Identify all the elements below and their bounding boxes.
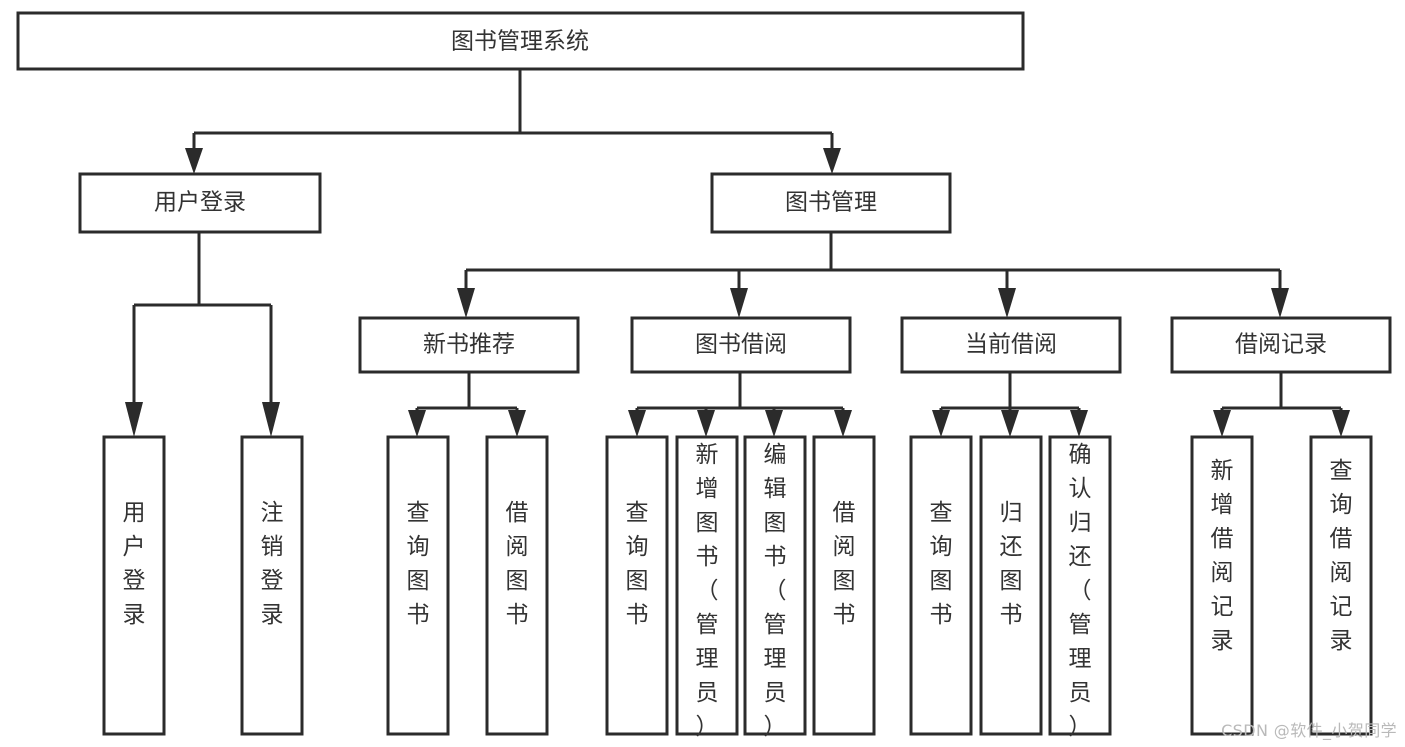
node-root-box[interactable] — [16, 11, 1025, 71]
node-leaf-add-record-box[interactable] — [1190, 435, 1254, 736]
node-user-login-box[interactable] — [78, 172, 322, 234]
node-new-book-recommend[interactable]: 新书推荐 — [358, 316, 580, 374]
node-leaf-logout-login-box[interactable] — [240, 435, 304, 736]
node-leaf-edit-book-label: 编辑图书（管理员） — [764, 442, 787, 740]
arrow-leaf-query-book-3 — [932, 410, 950, 437]
node-user-login-label: 用户登录 — [154, 190, 246, 216]
node-leaf-query-record[interactable]: 查询借阅记录 — [1309, 435, 1373, 736]
node-leaf-user-login[interactable]: 用户登录 — [102, 435, 166, 736]
node-leaf-add-record-label: 新增借阅记录 — [1211, 458, 1234, 654]
node-current-borrow-label: 当前借阅 — [965, 332, 1057, 358]
node-leaf-add-book[interactable]: 新增图书（管理员） — [675, 435, 739, 740]
node-leaf-query-book-3[interactable]: 查询图书 — [909, 435, 973, 736]
node-leaf-query-book-1-label: 查询图书 — [407, 500, 430, 628]
arrow-leaf-user-login — [125, 402, 143, 437]
arrow-borrow-record — [1271, 288, 1289, 318]
arrow-leaf-logout-login — [262, 402, 280, 437]
node-leaf-return-book-box[interactable] — [979, 435, 1043, 736]
node-leaf-query-book-2[interactable]: 查询图书 — [605, 435, 669, 736]
node-book-borrow[interactable]: 图书借阅 — [630, 316, 852, 374]
arrow-leaf-borrow-book-1 — [508, 410, 526, 437]
node-root-label: 图书管理系统 — [451, 29, 589, 55]
node-leaf-query-book-3-box[interactable] — [909, 435, 973, 736]
node-leaf-borrow-book-1-label: 借阅图书 — [506, 500, 529, 628]
arrow-leaf-query-record — [1332, 410, 1350, 437]
node-new-book-recommend-box[interactable] — [358, 316, 580, 374]
arrow-leaf-query-book-2 — [628, 410, 646, 437]
node-leaf-borrow-book-1-box[interactable] — [485, 435, 549, 736]
arrow-leaf-borrow-book-2 — [834, 410, 852, 437]
node-leaf-logout-login-label: 注销登录 — [261, 500, 284, 628]
node-leaf-borrow-book-1[interactable]: 借阅图书 — [485, 435, 549, 736]
node-leaf-confirm-return[interactable]: 确认归还（管理员） — [1048, 435, 1112, 740]
node-leaf-confirm-return-box[interactable] — [1048, 435, 1112, 736]
node-book-management[interactable]: 图书管理 — [710, 172, 952, 234]
node-leaf-query-record-box[interactable] — [1309, 435, 1373, 736]
node-leaf-return-book[interactable]: 归还图书 — [979, 435, 1043, 736]
node-borrow-record[interactable]: 借阅记录 — [1170, 316, 1392, 374]
arrow-current-borrow — [998, 288, 1016, 318]
node-book-borrow-label: 图书借阅 — [695, 332, 787, 358]
node-leaf-add-record[interactable]: 新增借阅记录 — [1190, 435, 1254, 736]
node-leaf-add-book-box[interactable] — [675, 435, 739, 736]
node-borrow-record-label: 借阅记录 — [1235, 332, 1327, 358]
node-leaf-borrow-book-2-label: 借阅图书 — [833, 500, 856, 628]
node-book-management-label: 图书管理 — [785, 190, 877, 216]
node-new-book-recommend-label: 新书推荐 — [423, 332, 515, 358]
arrow-leaf-confirm-return — [1070, 410, 1088, 437]
node-leaf-query-book-1-box[interactable] — [386, 435, 450, 736]
node-leaf-edit-book-box[interactable] — [743, 435, 807, 736]
node-leaf-logout-login[interactable]: 注销登录 — [240, 435, 304, 736]
node-leaf-user-login-box[interactable] — [102, 435, 166, 736]
arrow-book-borrow — [730, 288, 748, 318]
node-leaf-borrow-book-2-box[interactable] — [812, 435, 876, 736]
node-leaf-confirm-return-label: 确认归还（管理员） — [1069, 442, 1092, 740]
node-leaf-borrow-book-2[interactable]: 借阅图书 — [812, 435, 876, 736]
node-leaf-query-book-2-box[interactable] — [605, 435, 669, 736]
node-leaf-query-record-label: 查询借阅记录 — [1330, 458, 1353, 654]
node-root[interactable]: 图书管理系统 — [16, 11, 1025, 71]
node-leaf-return-book-label: 归还图书 — [1000, 500, 1023, 628]
arrow-leaf-edit-book — [765, 410, 783, 437]
node-book-borrow-box[interactable] — [630, 316, 852, 374]
node-book-management-box[interactable] — [710, 172, 952, 234]
node-leaf-query-book-3-label: 查询图书 — [930, 500, 953, 628]
node-current-borrow[interactable]: 当前借阅 — [900, 316, 1122, 374]
node-leaf-query-book-2-label: 查询图书 — [626, 500, 649, 628]
arrow-leaf-query-book-1 — [408, 410, 426, 437]
arrow-leaf-add-record — [1213, 410, 1231, 437]
node-leaf-user-login-label: 用户登录 — [123, 500, 146, 628]
arrow-new-book-recommend — [457, 288, 475, 318]
arrow-user-login — [185, 148, 203, 174]
node-user-login[interactable]: 用户登录 — [78, 172, 322, 234]
connector-layer — [125, 69, 1350, 437]
node-leaf-add-book-label: 新增图书（管理员） — [696, 442, 719, 740]
arrow-book-management — [823, 148, 841, 174]
arrow-leaf-return-book — [1001, 410, 1019, 437]
arrow-leaf-add-book — [697, 410, 715, 437]
node-leaf-edit-book[interactable]: 编辑图书（管理员） — [743, 435, 807, 740]
node-borrow-record-box[interactable] — [1170, 316, 1392, 374]
node-leaf-query-book-1[interactable]: 查询图书 — [386, 435, 450, 736]
node-current-borrow-box[interactable] — [900, 316, 1122, 374]
